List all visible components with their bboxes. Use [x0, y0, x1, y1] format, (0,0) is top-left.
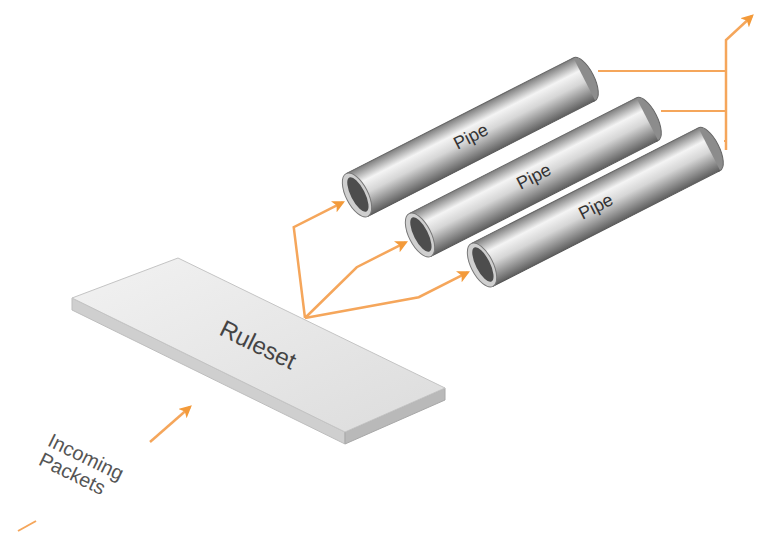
ruleset-slab: Ruleset — [62, 250, 457, 450]
output-line — [661, 110, 726, 112]
incoming-line — [18, 521, 36, 531]
pipe-cylinder: Pipe — [442, 115, 742, 295]
output-line — [598, 70, 726, 72]
input-label: Incoming Packets — [36, 430, 141, 510]
flow-connector — [294, 202, 343, 318]
flow-connector — [305, 242, 406, 318]
flow-connector — [305, 272, 468, 318]
incoming-arrow — [150, 407, 190, 442]
output-arrow — [726, 16, 752, 150]
